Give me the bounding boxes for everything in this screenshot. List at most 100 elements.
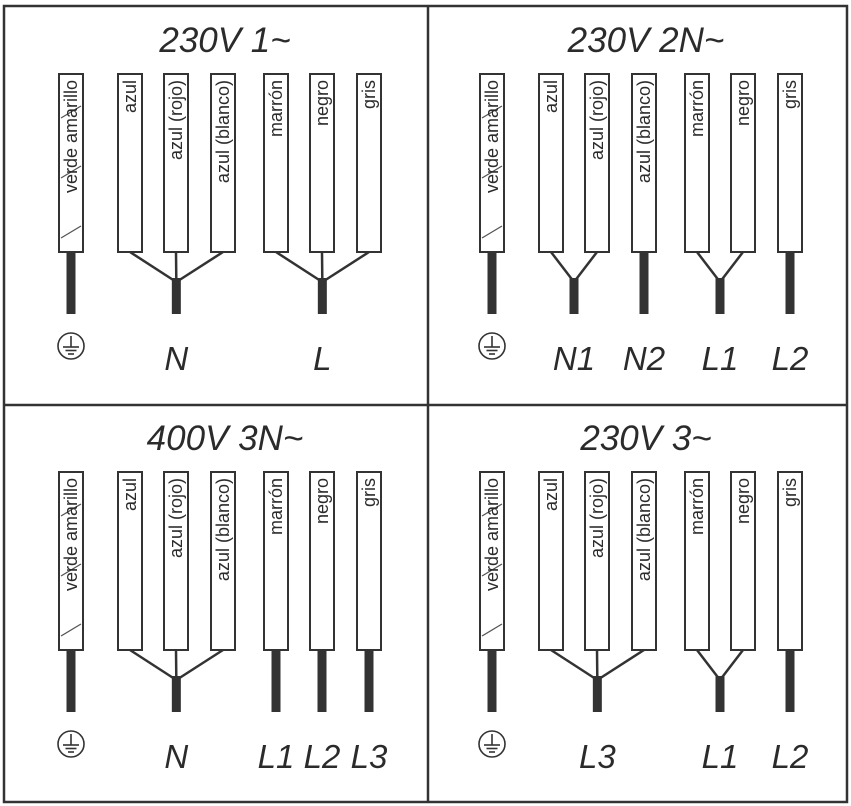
- terminal-label: L3: [351, 738, 388, 775]
- wire-body: [356, 73, 382, 253]
- terminal-label: N: [164, 340, 188, 377]
- junction-line: [696, 251, 721, 283]
- terminal-label: L2: [772, 340, 809, 377]
- wire-label: negro: [312, 478, 332, 524]
- terminal-label: L1: [702, 738, 739, 775]
- junction-line: [129, 648, 178, 682]
- wire-label: azul (blanco): [634, 478, 654, 581]
- ground-lead: [487, 252, 497, 314]
- ground-stripe: [481, 503, 503, 517]
- wire-line-2: negro: [309, 73, 335, 253]
- wire-line-3: gris: [777, 73, 803, 253]
- protective-earth-icon: [57, 730, 85, 758]
- wire-body: [210, 471, 236, 651]
- wire-body: [730, 73, 756, 253]
- wire-label: negro: [733, 80, 753, 126]
- wire-line-3: gris: [777, 471, 803, 651]
- terminal-lead: [569, 278, 579, 314]
- wire-label: gris: [359, 478, 379, 507]
- terminal-lead: [785, 252, 795, 314]
- wire-ground: verde amarillo: [58, 471, 84, 651]
- connection-group: L1: [696, 251, 744, 377]
- wire-neutral-2: azul (rojo): [584, 471, 610, 651]
- wire-label: gris: [780, 478, 800, 507]
- terminal-lead: [317, 278, 327, 314]
- terminal-label: L1: [258, 738, 295, 775]
- terminal-lead: [271, 650, 281, 712]
- panel-title: 230V 3~: [579, 419, 711, 458]
- wire-body: [777, 471, 803, 651]
- ground-stripe: [60, 503, 82, 517]
- wiring-panel-2: 230V 2N~ verde amarillo azul azul (rojo) azu…: [478, 21, 809, 377]
- protective-earth-icon: [57, 332, 85, 360]
- terminal-lead: [317, 650, 327, 712]
- wire-label: verde amarillo: [482, 80, 502, 193]
- wire-label: gris: [359, 80, 379, 109]
- wire-body: [263, 471, 289, 651]
- junction-line: [719, 251, 744, 283]
- wire-body: [309, 471, 335, 651]
- wire-label: gris: [780, 80, 800, 109]
- wire-body: [117, 73, 143, 253]
- wire-label: marrón: [687, 478, 707, 535]
- connection-group: L1: [258, 650, 295, 775]
- terminal-lead: [171, 676, 181, 712]
- wire-line-1: marrón: [684, 471, 710, 651]
- wire-label: verde amarillo: [61, 478, 81, 591]
- wire-neutral-2: azul (rojo): [163, 73, 189, 253]
- panels: 230V 1~ verde amarillo azul azul (rojo) azul…: [57, 21, 809, 775]
- junction-line: [596, 648, 645, 682]
- wire-body: [210, 73, 236, 253]
- wire-line-2: negro: [309, 471, 335, 651]
- connection-group: N1: [550, 251, 598, 377]
- wire-line-2: negro: [730, 73, 756, 253]
- junction-line: [550, 648, 599, 682]
- connection-group: N2: [623, 252, 665, 377]
- wire-ground: verde amarillo: [479, 471, 505, 651]
- wire-body: [631, 73, 657, 253]
- junction-line: [129, 250, 178, 284]
- wire-body: [479, 471, 505, 651]
- wire-neutral-1: azul: [117, 471, 143, 651]
- wire-label: azul: [541, 80, 561, 113]
- wire-label: azul (blanco): [213, 80, 233, 183]
- terminal-label: L1: [702, 340, 739, 377]
- ground-stripe: [60, 165, 82, 179]
- ground-lead: [66, 252, 76, 314]
- wire-neutral-3: azul (blanco): [210, 471, 236, 651]
- connection-group: L3: [351, 650, 388, 775]
- protective-earth-icon: [478, 332, 506, 360]
- wire-label: azul (blanco): [213, 478, 233, 581]
- junction-line: [550, 251, 575, 283]
- wiring-panel-4: 230V 3~ verde amarillo azul azul (rojo) azul…: [478, 419, 808, 775]
- ground-stripe: [481, 225, 503, 239]
- wire-neutral-1: azul: [538, 73, 564, 253]
- wire-neutral-2: azul (rojo): [584, 73, 610, 253]
- wire-line-2: negro: [730, 471, 756, 651]
- panel-title: 230V 2N~: [567, 21, 725, 60]
- wire-neutral-3: azul (blanco): [631, 73, 657, 253]
- ground-lead: [66, 650, 76, 712]
- wire-line-3: gris: [356, 73, 382, 253]
- wire-body: [730, 471, 756, 651]
- wire-label: negro: [733, 478, 753, 524]
- panel-title: 230V 1~: [158, 21, 290, 60]
- terminal-lead: [715, 676, 725, 712]
- wire-label: azul (rojo): [166, 80, 186, 160]
- connection-group: N: [129, 648, 224, 775]
- terminal-lead: [364, 650, 374, 712]
- wire-label: verde amarillo: [482, 478, 502, 591]
- terminal-label: N: [164, 738, 188, 775]
- wire-label: negro: [312, 80, 332, 126]
- wire-label: azul: [541, 478, 561, 511]
- connection-group: L2: [772, 252, 809, 377]
- wire-body: [584, 471, 610, 651]
- terminal-lead: [592, 676, 602, 712]
- junction-line: [321, 250, 370, 284]
- terminal-label: L3: [579, 738, 616, 775]
- terminal-label: L2: [304, 738, 341, 775]
- wire-label: azul (rojo): [587, 80, 607, 160]
- panel-title: 400V 3N~: [147, 419, 304, 458]
- wire-body: [684, 73, 710, 253]
